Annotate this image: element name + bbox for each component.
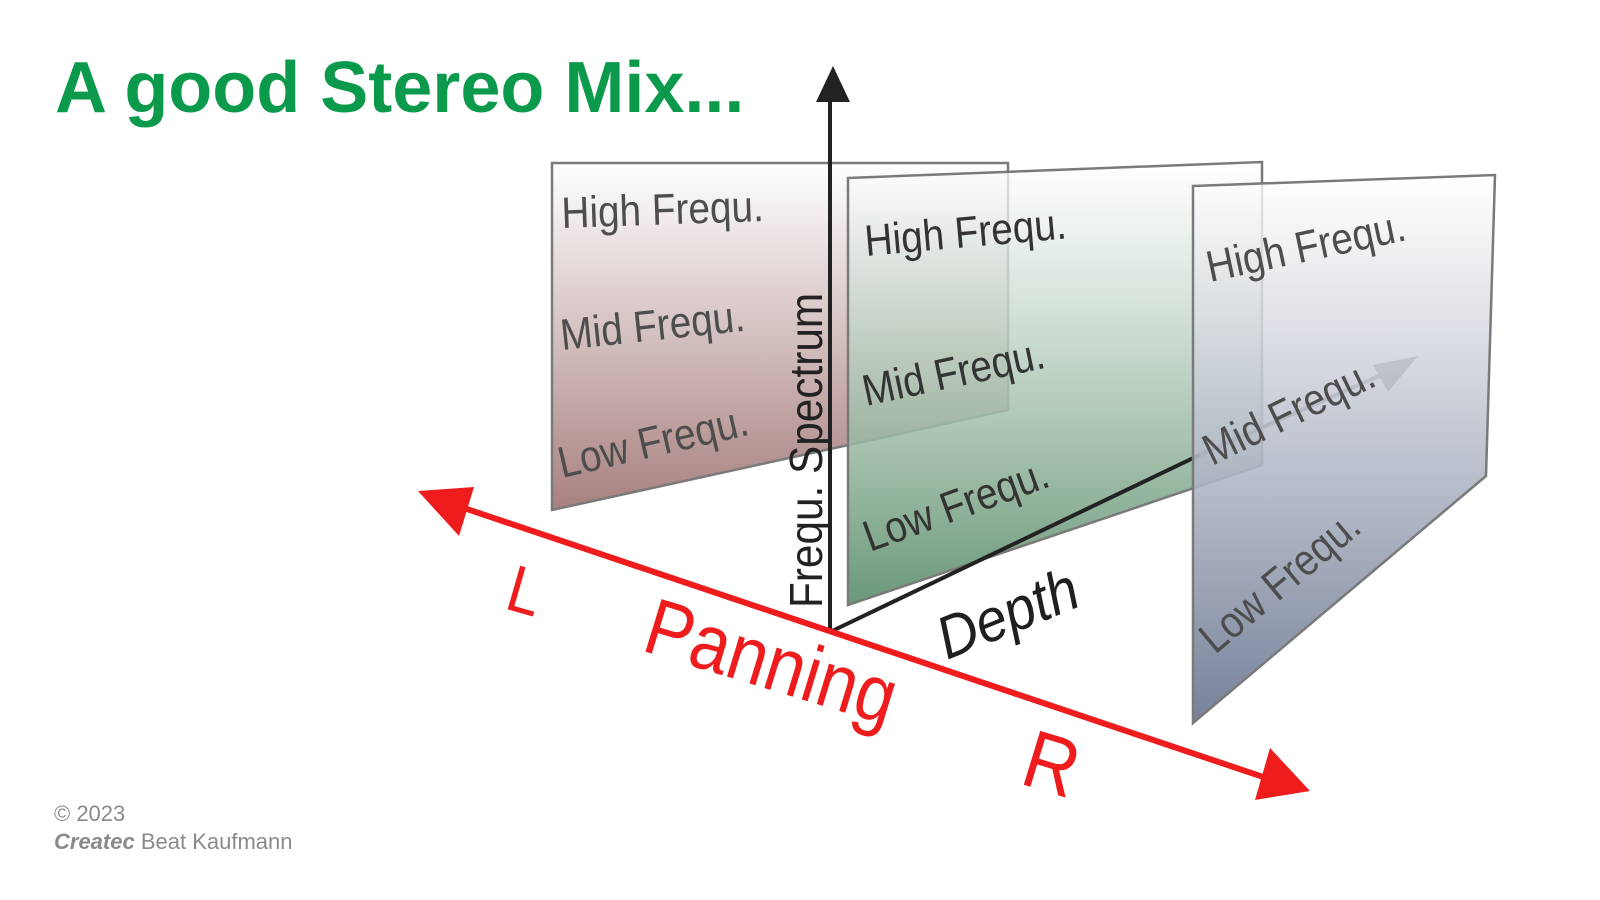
frequency-axis-arrowhead	[816, 66, 850, 102]
credit-block: © 2023 Createc Beat Kaufmann	[54, 800, 293, 856]
panning-left-label: L	[499, 551, 551, 631]
copyright-text: © 2023	[54, 801, 126, 826]
frequency-axis: Frequ. Spectrum	[781, 66, 850, 632]
panning-axis-right-arrowhead	[1255, 748, 1310, 800]
plane-front-right: High Frequ. Mid Frequ. Low Frequ.	[1189, 173, 1497, 726]
author-line: Createc Beat Kaufmann	[54, 828, 293, 856]
plane-back-left-high-label: High Frequ.	[561, 181, 765, 238]
panning-axis-label: Panning	[635, 581, 908, 742]
panning-axis-line	[451, 501, 1279, 785]
plane-front-right-panel	[1191, 173, 1497, 726]
panning-axis-left-arrowhead	[418, 487, 474, 536]
panning-right-label: R	[1013, 712, 1091, 816]
frequency-axis-label: Frequ. Spectrum	[781, 293, 832, 608]
author-name: Beat Kaufmann	[140, 829, 293, 854]
page-title: A good Stereo Mix...	[55, 48, 745, 128]
plane-center: High Frequ. Mid Frequ. Low Frequ.	[846, 160, 1264, 607]
depth-axis-line-front	[829, 448, 1211, 634]
brand-name: Createc	[54, 829, 135, 854]
